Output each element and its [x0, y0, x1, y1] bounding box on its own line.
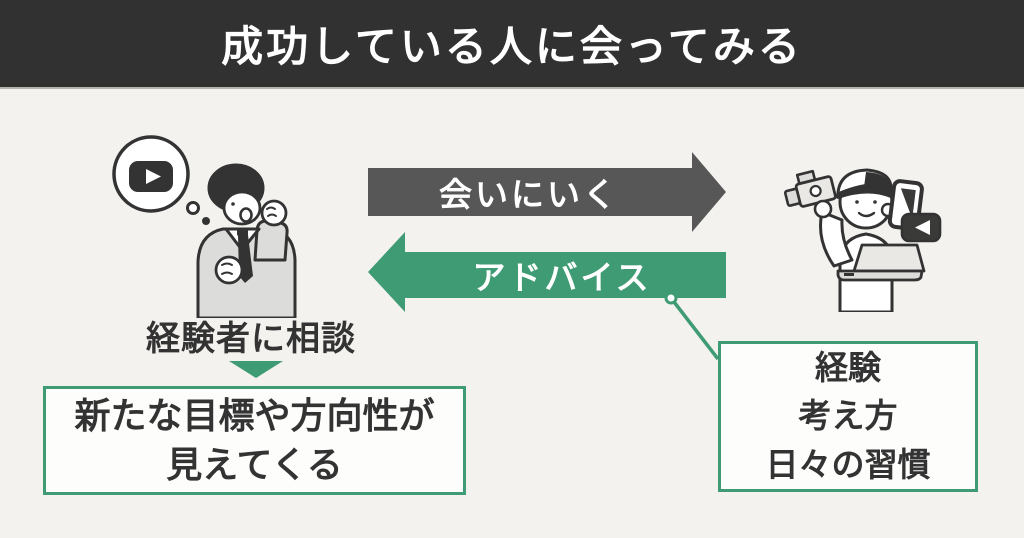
connector-line — [669, 296, 720, 361]
advice-item-habits: 日々の習慣 — [765, 445, 931, 483]
right-person-illustration — [783, 168, 942, 312]
result-box-line1: 新たな目標や方向性が — [74, 394, 435, 436]
reversed-play-button-icon — [900, 212, 942, 243]
bubble-dot-small — [202, 217, 210, 225]
thinking-person — [196, 163, 297, 318]
laptop-icon — [836, 243, 926, 282]
connector-dot — [664, 291, 678, 305]
consult-caption: 経験者に相談 — [146, 320, 356, 358]
advice-connector — [664, 291, 720, 361]
hand — [813, 199, 833, 219]
youtube-play-icon — [129, 161, 173, 192]
go-meet-arrow-label: 会いにいく — [439, 176, 619, 213]
page-title: 成功している人に会ってみる — [221, 23, 803, 70]
bubble-dot-large — [186, 201, 200, 215]
advice-item-experience: 経験 — [815, 348, 881, 386]
video-camera-icon — [783, 169, 837, 208]
header-bar: 成功している人に会ってみる — [0, 0, 1024, 89]
advice-content-box: 経験 考え方 日々の習慣 — [718, 341, 978, 492]
advice-item-mindset: 考え方 — [798, 397, 898, 435]
result-box-line2: 見えてくる — [166, 443, 343, 485]
go-meet-arrow: 会いにいく — [368, 152, 726, 232]
left-person-illustration — [112, 135, 297, 318]
result-box: 新たな目標や方向性が 見えてくる — [43, 386, 466, 495]
down-triangle-icon — [229, 361, 283, 378]
advice-arrow-label: アドバイス — [472, 259, 652, 296]
